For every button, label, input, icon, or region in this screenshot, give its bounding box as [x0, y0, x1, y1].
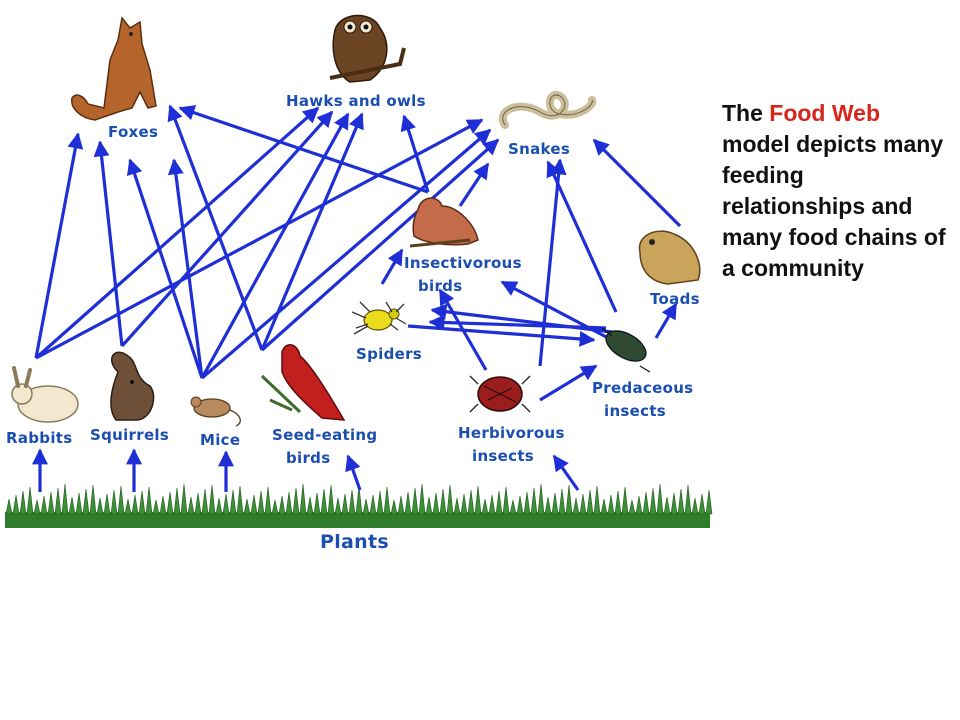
feeding-arrow	[407, 324, 596, 347]
feeding-arrow	[538, 158, 567, 367]
owl-icon	[329, 14, 406, 83]
feeding-arrow	[34, 106, 320, 360]
mouse-icon	[190, 396, 241, 427]
feeding-arrow	[260, 138, 500, 352]
toad-icon	[638, 230, 701, 285]
node-label-herbivorous-insects-line1: Herbivorous	[458, 424, 565, 442]
feeding-arrow	[34, 132, 84, 359]
node-label-predaceous-insects-line2: insects	[604, 402, 666, 420]
feeding-arrow	[654, 302, 678, 339]
node-label-foxes: Foxes	[108, 123, 158, 141]
caption-rest: model depicts many feeding relationships…	[722, 131, 946, 281]
feeding-arrow	[200, 128, 492, 380]
feeding-arrow	[120, 110, 334, 348]
node-label-mice: Mice	[200, 431, 240, 449]
feeding-arrow	[260, 112, 364, 351]
feeding-arrow	[178, 105, 429, 194]
feeding-arrow	[93, 140, 124, 347]
feeding-arrow	[546, 160, 618, 313]
feeding-arrow	[126, 158, 204, 379]
node-label-snakes: Snakes	[508, 140, 570, 158]
snake-icon	[498, 91, 597, 129]
node-label-insectivorous-birds-line2: birds	[418, 277, 462, 295]
fox-icon	[71, 16, 157, 121]
node-label-insectivorous-birds-line1: Insectivorous	[404, 254, 522, 272]
caption-text: The Food Web model depicts many feeding …	[722, 98, 952, 284]
node-label-seed-eating-birds-line1: Seed-eating	[272, 426, 377, 444]
seed-eating-bird-icon	[260, 344, 346, 421]
feeding-arrow	[428, 314, 607, 331]
feeding-arrow	[539, 364, 598, 402]
node-label-squirrels: Squirrels	[90, 426, 169, 444]
feeding-arrows	[32, 104, 682, 492]
feeding-arrow	[380, 248, 404, 285]
node-label-plants: Plants	[320, 531, 389, 553]
node-label-spiders: Spiders	[356, 345, 422, 363]
node-label-rabbits: Rabbits	[6, 429, 73, 447]
caption-accent: Food Web	[769, 100, 881, 126]
insectivorous-bird-icon	[409, 197, 479, 248]
feeding-arrow	[592, 138, 682, 228]
node-label-herbivorous-insects-line2: insects	[472, 447, 534, 465]
node-label-hawks-owls: Hawks and owls	[286, 92, 426, 110]
node-label-predaceous-insects-line1: Predaceous	[592, 379, 693, 397]
feeding-arrow	[345, 454, 362, 491]
caption-lead: The	[722, 100, 770, 126]
spider-icon	[351, 301, 407, 335]
feeding-arrow	[167, 104, 264, 351]
feeding-arrow	[458, 162, 490, 207]
beetle-icon	[601, 327, 651, 373]
food-web-diagram: Foxes Hawks and owls Snakes Insectivorou…	[5, 14, 713, 553]
feeding-arrow	[167, 158, 204, 379]
node-label-seed-eating-birds-line2: birds	[286, 449, 330, 467]
squirrel-icon	[110, 351, 155, 421]
feeding-arrow	[35, 118, 484, 360]
feeding-arrow	[400, 114, 430, 193]
rabbit-icon	[11, 366, 79, 423]
node-label-toads: Toads	[650, 290, 700, 308]
grass-strip	[5, 483, 713, 528]
herbivorous-insect-icon	[469, 375, 531, 413]
feeding-arrow	[552, 454, 580, 491]
